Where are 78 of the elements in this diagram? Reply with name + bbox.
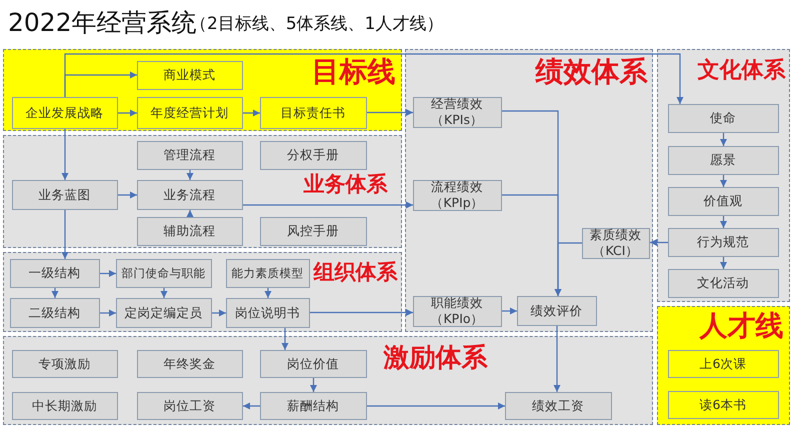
panel-heading: 文化体系 xyxy=(698,60,786,82)
process-box: 价值观 xyxy=(668,186,778,216)
process-box: 企业发展战略 xyxy=(12,96,118,128)
process-box: 一级结构 xyxy=(10,258,100,288)
section-panel xyxy=(3,252,402,332)
process-box: 年终奖金 xyxy=(136,350,242,378)
arrow xyxy=(282,328,288,350)
arrow xyxy=(52,288,58,298)
arrow xyxy=(310,378,317,392)
process-box: 中长期激励 xyxy=(12,392,118,420)
arrow xyxy=(118,110,137,116)
process-box: 岗位价值 xyxy=(260,350,366,378)
process-box: 上6次课 xyxy=(668,350,778,378)
process-box: 目标责任书 xyxy=(260,96,366,128)
section-panel xyxy=(657,306,790,425)
process-box: 薪酬结构 xyxy=(260,392,366,420)
process-box: 二级结构 xyxy=(10,298,100,328)
process-box: 年度经营计划 xyxy=(136,96,242,128)
arrow xyxy=(212,310,226,316)
process-box: 商业模式 xyxy=(136,60,242,90)
arrow xyxy=(720,257,727,269)
arrow xyxy=(243,202,413,208)
process-box: 辅助流程 xyxy=(136,216,242,246)
process-box: 岗位工资 xyxy=(136,392,242,420)
panel-heading: 业务体系 xyxy=(304,174,388,194)
process-box: 岗位说明书 xyxy=(226,298,310,328)
arrow xyxy=(367,402,505,410)
arrow xyxy=(100,270,116,277)
process-box: 行为规范 xyxy=(668,228,778,256)
arrow xyxy=(264,288,272,298)
process-box: 素质绩效（KCI） xyxy=(582,228,650,258)
panel-heading: 绩效体系 xyxy=(536,58,648,86)
arrow xyxy=(186,170,194,180)
arrow xyxy=(243,110,260,116)
section-panel xyxy=(3,49,402,131)
arrow xyxy=(554,326,560,392)
arrow xyxy=(720,175,727,187)
arrow xyxy=(367,109,413,116)
process-box: 读6本书 xyxy=(668,390,778,418)
arrow xyxy=(64,53,684,104)
process-box: 经营绩效（KPIs） xyxy=(412,96,502,128)
process-box: 风控手册 xyxy=(260,216,366,246)
process-box: 业务蓝图 xyxy=(12,180,118,210)
arrow xyxy=(62,129,68,180)
process-box: 流程绩效（KPIp） xyxy=(412,180,502,210)
panel-heading: 目标线 xyxy=(312,58,396,86)
panel-heading: 组织体系 xyxy=(314,262,398,282)
section-panel xyxy=(3,336,653,425)
process-box: 绩效工资 xyxy=(504,392,612,420)
arrow xyxy=(186,210,194,217)
arrow xyxy=(554,242,582,296)
process-box: 愿景 xyxy=(668,146,778,174)
arrow xyxy=(62,210,68,259)
arrow xyxy=(118,192,137,198)
process-box: 部门使命与职能 xyxy=(116,258,212,288)
arrow xyxy=(160,288,168,298)
section-panel xyxy=(405,49,653,332)
section-panel xyxy=(657,49,790,302)
process-box: 业务流程 xyxy=(136,180,242,210)
arrow xyxy=(720,133,727,146)
panel-heading: 激励体系 xyxy=(384,344,488,370)
process-box: 管理流程 xyxy=(136,140,242,170)
arrow xyxy=(243,402,260,410)
arrow xyxy=(720,216,727,228)
arrow xyxy=(502,308,517,314)
process-box: 分权手册 xyxy=(260,140,366,170)
process-box: 文化活动 xyxy=(668,268,778,298)
process-box: 能力素质模型 xyxy=(226,258,310,288)
process-box: 职能绩效（KPIo） xyxy=(412,296,502,326)
process-box: 定岗定编定员 xyxy=(116,298,212,328)
process-box: 绩效评价 xyxy=(516,296,596,326)
arrow xyxy=(650,239,668,246)
process-box: 专项激励 xyxy=(12,350,118,378)
arrow xyxy=(310,309,413,316)
panel-heading: 人才线 xyxy=(700,312,784,340)
section-panel xyxy=(3,135,402,248)
arrow xyxy=(100,310,116,316)
process-box: 使命 xyxy=(668,104,778,132)
